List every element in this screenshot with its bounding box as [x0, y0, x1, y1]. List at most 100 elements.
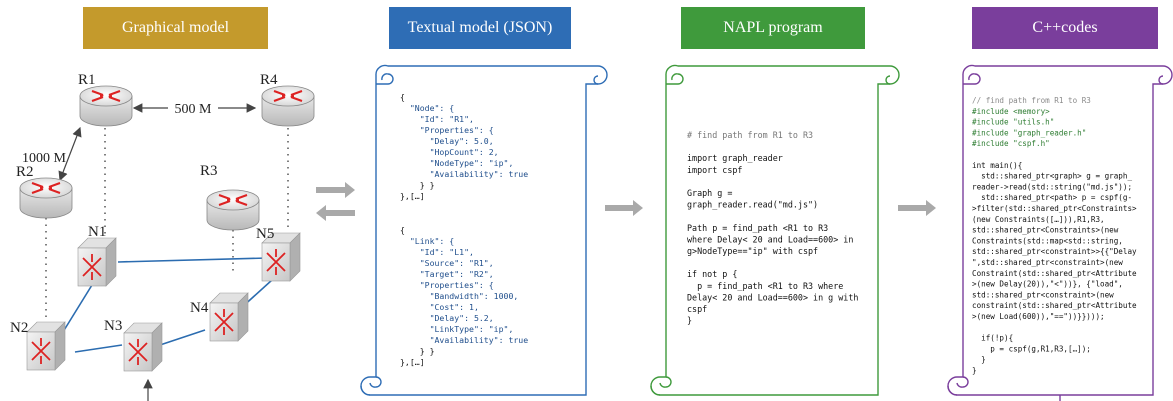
code-line: Graph g =: [687, 188, 732, 198]
code-line: import cspf: [687, 165, 742, 175]
code-line: (new Constraints([…])),R1,R3,: [972, 215, 1105, 224]
code-line: where Delay< 20 and Load==600> in: [687, 234, 853, 244]
code-line: }: [972, 366, 977, 375]
switch-n2: [26, 321, 66, 371]
code-line: "Node": {: [400, 103, 454, 113]
code-line: "Bandwidth": 1000,: [400, 291, 518, 301]
code-line: p = cspf(g,R1,R3,[…]);: [972, 344, 1091, 353]
code-line: std::shared_ptr<constraint>>{{"Delay: [972, 247, 1137, 256]
router-label-r2: R2: [16, 164, 34, 180]
code-line: "HopCount": 2,: [400, 147, 499, 157]
code-line: }: [972, 355, 986, 364]
cpp-code: // find path from R1 to R3 #include <memo…: [972, 96, 1137, 375]
code-line: "Properties": {: [400, 125, 494, 135]
code-line: int main(){: [972, 161, 1022, 170]
code-line: >filter(std::shared_ptr<Constraints>: [972, 204, 1137, 213]
code-line: "Id": "R1",: [400, 114, 474, 124]
code-line: #include "utils.h": [972, 118, 1054, 127]
switch-label-n5: N5: [256, 226, 274, 242]
code-line: "Availability": true: [400, 169, 528, 179]
code-line: {: [400, 225, 405, 235]
code-line: # find path from R1 to R3: [687, 130, 813, 140]
code-line: constraint(std::shared_ptr<Attribute: [972, 301, 1137, 310]
switch-label-n2: N2: [10, 320, 28, 336]
napl-code: # find path from R1 to R3 import graph_re…: [687, 130, 858, 326]
switch-label-n3: N3: [104, 318, 122, 334]
header-napl-program: NAPL program: [681, 7, 865, 49]
header-graphical-model: Graphical model: [83, 7, 268, 49]
code-line: g>NodeType=="ip" with cspf: [687, 246, 818, 256]
code-line: "LinkType": "ip",: [400, 324, 513, 334]
switch-label-n1: N1: [88, 224, 106, 240]
code-line: {: [400, 92, 405, 102]
code-line: },[…]: [400, 357, 425, 367]
arrow-left-icon: [316, 205, 355, 221]
code-line: >(new Delay(20)),"<"))}, {"load",: [972, 280, 1123, 289]
header-napl-program-label: NAPL program: [723, 19, 823, 36]
code-line: std::shared_ptr<path> p = cspf(g-: [972, 193, 1132, 202]
json-code: { "Node": { "Id": "R1", "Properties": { …: [400, 92, 528, 367]
code-line: "Target": "R2",: [400, 269, 494, 279]
arrow-right-icon: [316, 182, 355, 198]
arrow-right-icon: [898, 200, 936, 216]
router-label-r1: R1: [78, 72, 96, 88]
code-line: "Delay": 5.2,: [400, 313, 494, 323]
router-r4: [261, 85, 315, 127]
code-line: "Id": "L1",: [400, 247, 474, 257]
header-textual-model-label: Textual model (JSON): [407, 19, 553, 36]
code-line: "Source": "R1",: [400, 258, 494, 268]
link-label-r1-r4: 500 M: [175, 102, 213, 117]
code-line: "NodeType": "ip",: [400, 158, 513, 168]
code-line: graph_reader.read("md.js"): [687, 200, 818, 210]
header-cpp-codes-label: C++codes: [1032, 19, 1098, 36]
code-line: } }: [400, 346, 435, 356]
code-line: "Properties": {: [400, 280, 494, 290]
napl-scroll: [650, 64, 900, 396]
code-line: Constraint(std::shared_ptr<Attribute: [972, 269, 1137, 278]
link-label-r1-r2: 1000 M: [22, 151, 67, 166]
code-line: } }: [400, 180, 435, 190]
flow-arrows: [316, 182, 936, 221]
code-line: Delay< 20 and Load==600> in g with: [687, 292, 858, 302]
code-line: Path p = find_path <R1 to R3: [687, 223, 828, 233]
code-line: >(new Load(600)),"=="))}})));: [972, 312, 1105, 321]
router-label-r3: R3: [200, 163, 218, 179]
router-r3: [206, 189, 260, 231]
code-line: std::shared_ptr<graph> g = graph_: [972, 172, 1132, 181]
code-line: "Cost": 1,: [400, 302, 479, 312]
code-line: cspf: [687, 304, 707, 314]
code-line: Constraints(std::map<std::string,: [972, 236, 1123, 245]
code-line: // find path from R1 to R3: [972, 96, 1091, 105]
json-scroll: [360, 64, 608, 396]
code-line: reader->read(std::string("md.js"));: [972, 182, 1132, 191]
code-line: std::shared_ptr<Constraints>(new: [972, 226, 1119, 235]
code-line: if not p {: [687, 269, 737, 279]
code-line: if(!p){: [972, 334, 1013, 343]
code-line: "Link": {: [400, 236, 454, 246]
router-r1: [79, 85, 133, 127]
network-graph: 500 M 1000 M R1 R2 R3 R4 N1 N2 N3 N4 N5: [10, 72, 315, 401]
code-line: }: [687, 316, 692, 326]
header-cpp-codes: C++codes: [972, 7, 1158, 49]
code-line: #include <memory>: [972, 107, 1050, 116]
code-line: },[…]: [400, 191, 425, 201]
code-line: #include "graph_reader.h": [972, 128, 1086, 137]
router-label-r4: R4: [260, 72, 278, 88]
header-textual-model: Textual model (JSON): [389, 7, 571, 49]
code-line: #include "cspf.h": [972, 139, 1050, 148]
code-line: "Delay": 5.0,: [400, 136, 494, 146]
switch-n4: [209, 292, 249, 342]
switch-n1: [77, 237, 117, 287]
header-graphical-model-label: Graphical model: [121, 19, 230, 36]
code-line: ",std::shared_ptr<constraint>(new: [972, 258, 1123, 267]
router-r2: [19, 177, 73, 219]
code-line: std::shared_ptr<constraint>(new: [972, 290, 1114, 299]
arrow-right-icon: [605, 200, 643, 216]
code-line: "Availability": true: [400, 335, 528, 345]
switch-label-n4: N4: [190, 300, 209, 316]
cpp-scroll: [947, 64, 1173, 401]
code-line: p = find_path <R1 to R3 where: [687, 281, 843, 291]
code-line: import graph_reader: [687, 153, 783, 163]
switch-n3: [123, 322, 163, 372]
